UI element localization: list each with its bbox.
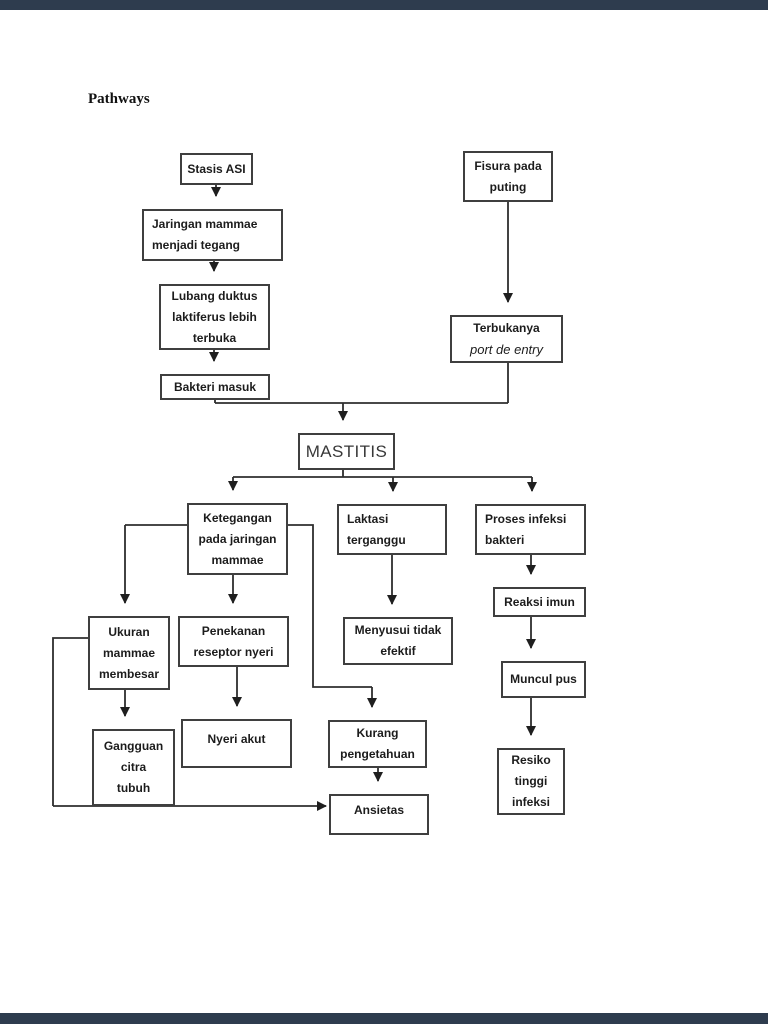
- node-ukuran-mammae-membesar: Ukuran mammae membesar: [88, 616, 170, 690]
- connector-lines: [52, 175, 537, 811]
- node-resiko-tinggi-infeksi: Resiko tinggi infeksi: [497, 748, 565, 815]
- node-menyusui-tidak-efektif: Menyusui tidak efektif: [343, 617, 453, 665]
- terbukanya-line2: port de entry: [470, 342, 543, 357]
- node-stasis-asi: Stasis ASI: [180, 153, 253, 185]
- node-muncul-pus: Muncul pus: [501, 661, 586, 698]
- node-bakteri-masuk: Bakteri masuk: [160, 374, 270, 400]
- node-gangguan-citra-tubuh: Gangguan citra tubuh: [92, 729, 175, 806]
- node-fisura-pada-puting: Fisura pada puting: [463, 151, 553, 202]
- node-ansietas: Ansietas: [329, 794, 429, 835]
- terbukanya-line1: Terbukanya: [473, 321, 540, 335]
- node-ketegangan-pada-jaringan-mammae: Ketegangan pada jaringan mammae: [187, 503, 288, 575]
- node-proses-infeksi-bakteri: Proses infeksi bakteri: [475, 504, 586, 555]
- page-title: Pathways: [88, 91, 150, 107]
- node-terbukanya-port-de-entry: Terbukanya port de entry: [450, 315, 563, 363]
- node-mastitis: MASTITIS: [298, 433, 395, 470]
- document-page: Pathways: [0, 10, 768, 1013]
- node-kurang-pengetahuan: Kurang pengetahuan: [328, 720, 427, 768]
- node-jaringan-mammae-menjadi-tegang: Jaringan mammae menjadi tegang: [142, 209, 283, 261]
- viewer-bottom-bar: [0, 1013, 768, 1024]
- node-reaksi-imun: Reaksi imun: [493, 587, 586, 617]
- node-laktasi-terganggu: Laktasi terganggu: [337, 504, 447, 555]
- node-penekanan-reseptor-nyeri: Penekanan reseptor nyeri: [178, 616, 289, 667]
- viewer-top-bar: [0, 0, 768, 10]
- node-nyeri-akut: Nyeri akut: [181, 719, 292, 768]
- node-lubang-duktus-laktiferus: Lubang duktus laktiferus lebih terbuka: [159, 284, 270, 350]
